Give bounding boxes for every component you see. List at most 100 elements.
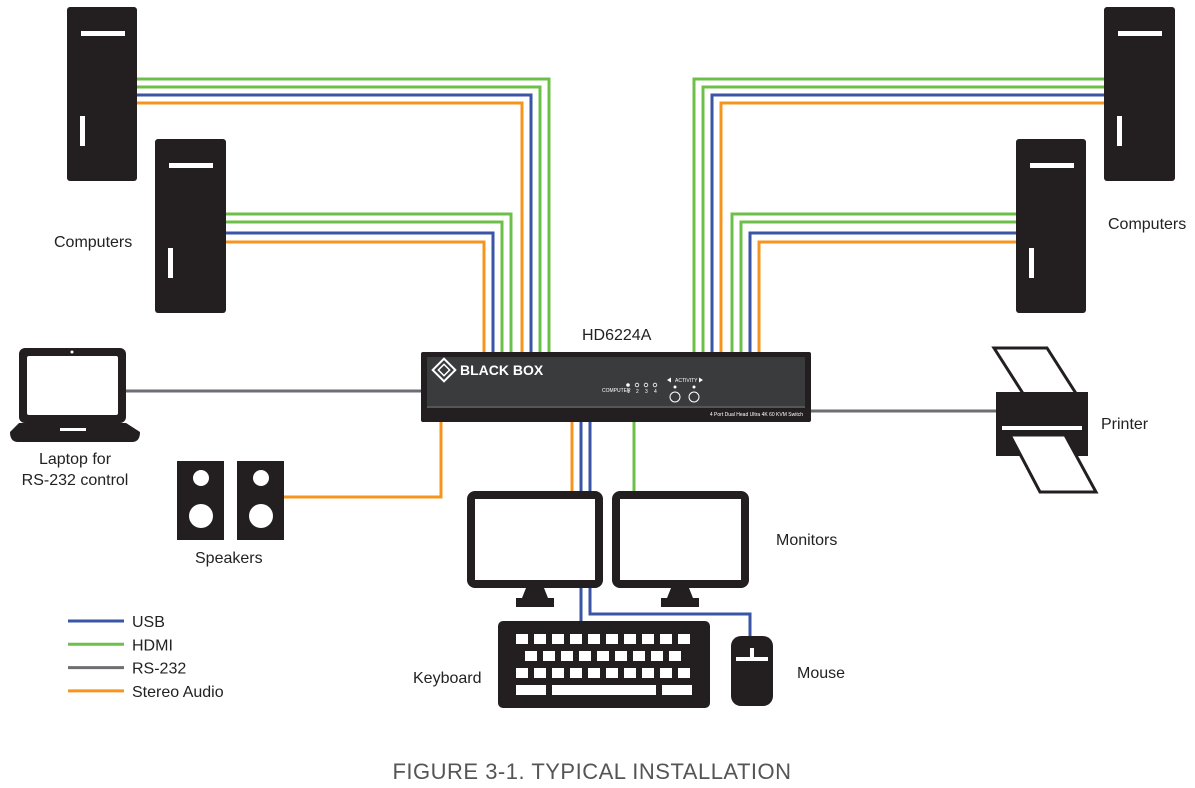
keyboard-key: [570, 634, 582, 644]
black-box-logo-icon: [431, 357, 457, 383]
power-slot: [1117, 116, 1122, 146]
keyboard-key: [660, 668, 672, 678]
keyboard-key: [660, 634, 672, 644]
switch-model-label: HD6224A: [582, 327, 652, 344]
laptop: Laptop for RS-232 control: [10, 348, 140, 489]
monitors: Monitors: [467, 491, 837, 607]
activity-led: [692, 385, 696, 389]
laptop-icon: [10, 348, 140, 442]
drive-slot: [81, 31, 125, 36]
computer-left-top: [67, 7, 137, 181]
figure-caption: FIGURE 3-1. TYPICAL INSTALLATION: [392, 759, 791, 784]
speaker-icon: [177, 461, 224, 540]
cable-audio: [757, 240, 1017, 352]
keyboard-key: [516, 634, 528, 644]
laptop-label-line1: Laptop for: [39, 451, 112, 468]
cable-hdmi: [225, 212, 513, 352]
kvm-switch: HD6224A BLACK BOX COMPUTER 1 2 3 4 ACTIV…: [421, 327, 811, 422]
keyboard-key: [543, 651, 555, 661]
keyboard-key: [588, 668, 600, 678]
panel-computer-label: COMPUTER: [602, 388, 631, 394]
legend-label: HDMI: [132, 637, 173, 654]
keyboard-key: [642, 668, 654, 678]
monitors-label: Monitors: [776, 532, 837, 549]
cable-hdmi: [739, 220, 1017, 352]
printer-label: Printer: [1101, 416, 1149, 433]
keyboard-key: [662, 685, 692, 695]
legend-label: Stereo Audio: [132, 684, 224, 701]
keyboard-key: [669, 651, 681, 661]
keyboard-key: [651, 651, 663, 661]
cable-hdmi: [692, 77, 1106, 352]
keyboard-key: [606, 668, 618, 678]
cable-usb: [710, 93, 1106, 352]
mouse: Mouse: [731, 636, 845, 706]
computers-right-label: Computers: [1108, 216, 1186, 233]
computer-right-lower: [1016, 139, 1086, 313]
right-arrow-icon: [699, 377, 703, 383]
keyboard-key: [534, 634, 546, 644]
drive-slot: [1030, 163, 1074, 168]
cable-hdmi: [137, 77, 551, 352]
computers-left-label: Computers: [54, 234, 132, 251]
keyboard-key: [579, 651, 591, 661]
cable-hdmi: [701, 85, 1106, 352]
printer: Printer: [991, 346, 1149, 494]
port-number: 3: [645, 389, 648, 395]
speaker-icon: [237, 461, 284, 540]
select-button[interactable]: [688, 391, 700, 403]
drive-slot: [169, 163, 213, 168]
keyboard-key: [552, 685, 656, 695]
keyboard-key: [642, 634, 654, 644]
cable-usb: [748, 231, 1017, 352]
cables: [125, 77, 1106, 640]
cable-usb: [225, 231, 495, 352]
brand-name: BLACK BOX: [460, 362, 544, 378]
keyboard-key: [624, 668, 636, 678]
panel-subtitle: 4 Port Dual Head Ultra 4K 60 KVM Switch: [710, 412, 803, 418]
port-led: [652, 382, 658, 388]
monitor-icon: [467, 491, 603, 607]
power-slot: [168, 248, 173, 278]
port-number: 1: [627, 389, 630, 395]
power-slot: [1029, 248, 1034, 278]
left-arrow-icon: [667, 377, 671, 383]
laptop-label-line2: RS-232 control: [22, 472, 129, 489]
cable-audio: [284, 421, 443, 499]
keyboard-icon: [498, 621, 710, 708]
mouse-icon: [731, 636, 773, 706]
keyboard-key: [606, 634, 618, 644]
cable-audio: [137, 101, 524, 352]
keyboard-key: [678, 634, 690, 644]
keyboard-key: [534, 668, 546, 678]
legend-label: USB: [132, 614, 165, 631]
legend-label: RS-232: [132, 661, 186, 678]
port-number: 4: [654, 389, 657, 395]
select-button[interactable]: [669, 391, 681, 403]
speakers-label: Speakers: [195, 550, 263, 567]
keyboard-key: [633, 651, 645, 661]
keyboard-key: [570, 668, 582, 678]
keyboard-key: [561, 651, 573, 661]
printer-icon: [991, 346, 1099, 494]
speakers: Speakers: [177, 461, 284, 567]
port-led: [643, 382, 649, 388]
keyboard-key: [525, 651, 537, 661]
port-led: [626, 383, 630, 387]
computer-right-top: [1104, 7, 1175, 181]
port-led: [634, 382, 640, 388]
port-number: 2: [636, 389, 639, 395]
keyboard-label: Keyboard: [413, 670, 482, 687]
keyboard: Keyboard: [413, 621, 710, 708]
keyboard-key: [624, 634, 636, 644]
power-slot: [80, 116, 85, 146]
monitor-icon: [612, 491, 749, 607]
cable-audio: [719, 101, 1106, 352]
keyboard-key: [615, 651, 627, 661]
keyboard-key: [597, 651, 609, 661]
keyboard-key: [516, 685, 546, 695]
computer-left-lower: [155, 139, 226, 313]
cable-hdmi: [137, 85, 542, 352]
